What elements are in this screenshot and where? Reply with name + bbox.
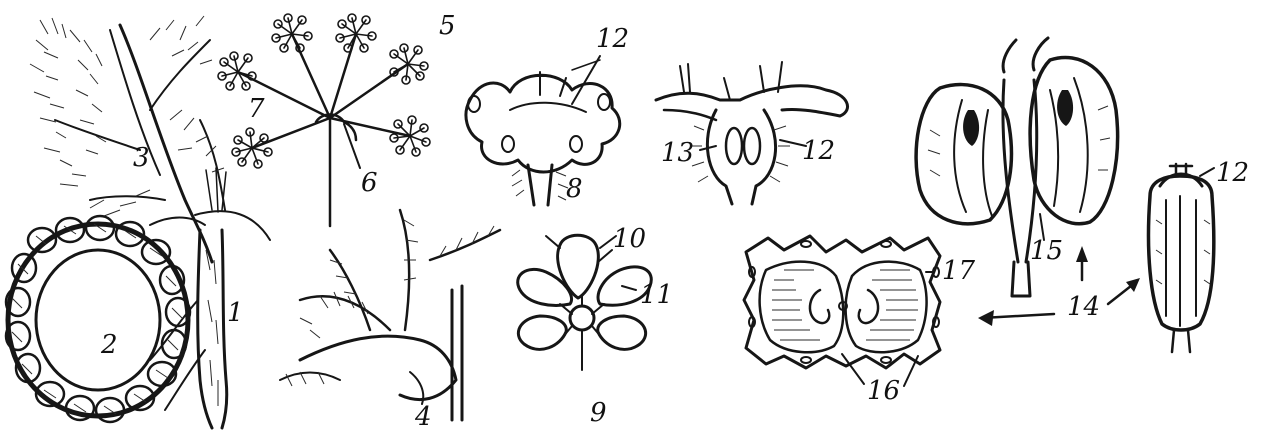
- cell-section-drawing: [6, 216, 190, 422]
- label-7: 7: [248, 96, 265, 122]
- label-12-section: 12: [802, 138, 835, 164]
- label-12-fruit: 12: [1216, 160, 1249, 186]
- label-3: 3: [133, 145, 150, 171]
- label-4: 4: [415, 404, 432, 430]
- label-14: 14: [1067, 294, 1100, 320]
- umbellet-group: [218, 14, 430, 168]
- flower-section-drawing: [656, 62, 848, 204]
- label-12-flower: 12: [596, 26, 629, 52]
- label-1: 1: [227, 300, 244, 326]
- label-15: 15: [1030, 238, 1063, 264]
- label-5: 5: [439, 13, 456, 39]
- label-6: 6: [361, 170, 378, 196]
- leaf-sheath-drawing: [280, 210, 500, 420]
- label-11: 11: [640, 282, 673, 308]
- label-16: 16: [867, 378, 900, 404]
- label-10: 10: [613, 226, 646, 252]
- leader-lines: [344, 56, 1214, 386]
- label-17: 17: [942, 258, 975, 284]
- flower-side-drawing: [466, 60, 620, 205]
- fruit-section-drawing: [744, 236, 940, 368]
- label-9: 9: [590, 400, 607, 426]
- flower-top-drawing: [518, 235, 652, 370]
- whole-fruit-drawing: [1149, 164, 1214, 352]
- label-2: 2: [101, 332, 118, 358]
- label-13: 13: [661, 140, 694, 166]
- label-8: 8: [566, 176, 583, 202]
